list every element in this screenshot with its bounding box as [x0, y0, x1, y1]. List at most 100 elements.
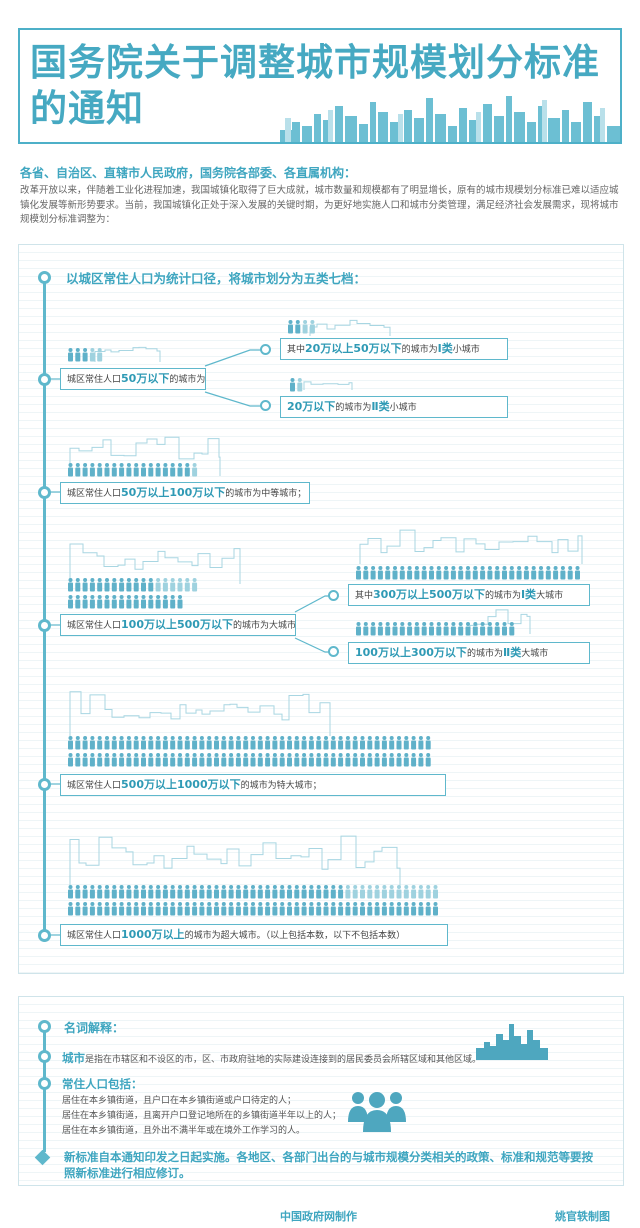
- person-icon: [126, 753, 132, 767]
- person-icon: [250, 902, 256, 916]
- person-icon: [97, 885, 103, 899]
- resident-item: 居住在本乡镇街道，且离开户口登记地所在的乡镇街道半年以上的人；: [62, 1111, 342, 1121]
- person-icon: [374, 885, 380, 899]
- person-icon: [133, 885, 139, 899]
- person-icon: [184, 736, 190, 750]
- person-icon: [360, 736, 365, 750]
- small-city-class2-label: 20万以下的城市为Ⅱ类小城市: [280, 396, 508, 418]
- final-notice: 新标准自本通知印发之日起实施。各地区、各部门出台的与城市规模分类相关的政策、标准…: [64, 1150, 593, 1180]
- person-icon: [472, 566, 478, 580]
- person-icon: [370, 622, 376, 636]
- timeline-node: [38, 1077, 51, 1090]
- timeline-node: [38, 486, 51, 499]
- person-icon: [170, 736, 176, 750]
- person-icon: [294, 885, 300, 899]
- person-icon: [97, 595, 103, 609]
- person-icon: [97, 463, 103, 477]
- intro-section: 各省、自治区、直辖市人民政府，国务院各部委、各直属机构： 改革开放以来，伴随着工…: [20, 164, 624, 228]
- person-icon: [523, 566, 529, 580]
- addressee: 各省、自治区、直辖市人民政府，国务院各部委、各直属机构：: [20, 166, 357, 180]
- person-icon: [360, 902, 365, 916]
- skyline-outline: [94, 346, 161, 362]
- person-icon: [265, 753, 271, 767]
- person-icon: [531, 566, 537, 580]
- person-icon: [75, 348, 81, 362]
- resident-title: 常住人口包括：: [62, 1077, 143, 1091]
- person-icon: [89, 902, 95, 916]
- person-icon: [308, 902, 314, 916]
- skyline-outline: [69, 436, 221, 476]
- person-icon: [199, 753, 205, 767]
- person-icon: [192, 736, 198, 750]
- person-icon: [407, 566, 413, 580]
- person-icon: [418, 753, 424, 767]
- person-icon: [575, 566, 580, 580]
- person-icon: [487, 622, 493, 636]
- person-icon: [104, 885, 110, 899]
- person-icon: [538, 566, 544, 580]
- person-icon: [177, 902, 183, 916]
- person-icon: [367, 902, 373, 916]
- person-icon: [356, 566, 361, 580]
- person-icon: [119, 736, 125, 750]
- person-icon: [82, 902, 88, 916]
- skyline-outline: [69, 691, 331, 736]
- person-icon: [433, 885, 438, 899]
- person-icon: [221, 753, 227, 767]
- person-icon: [367, 885, 373, 899]
- person-icon: [450, 622, 456, 636]
- person-icon: [184, 902, 190, 916]
- person-icon: [111, 885, 117, 899]
- person-icon: [141, 902, 146, 916]
- person-icon: [162, 753, 168, 767]
- person-icon: [214, 736, 219, 750]
- person-icon: [133, 463, 139, 477]
- person-icon: [433, 902, 438, 916]
- person-icon: [330, 885, 336, 899]
- timeline-node: [38, 1020, 51, 1033]
- person-icon: [279, 736, 285, 750]
- person-icon: [89, 463, 95, 477]
- person-icon: [148, 753, 154, 767]
- person-icon: [302, 320, 308, 334]
- person-icon: [458, 566, 464, 580]
- person-icon: [396, 885, 402, 899]
- person-icon: [389, 902, 395, 916]
- person-icon: [97, 902, 103, 916]
- person-icon: [411, 736, 417, 750]
- person-icon: [330, 753, 336, 767]
- person-icon: [206, 753, 212, 767]
- person-icon: [338, 736, 344, 750]
- person-icon: [308, 736, 314, 750]
- person-icon: [119, 902, 125, 916]
- person-icon: [75, 736, 81, 750]
- city-definition: 城市是指在市辖区和不设区的市，区、市政府驻地的实际建设连接到的居民委员会所辖区域…: [62, 1051, 482, 1065]
- person-icon: [155, 885, 161, 899]
- person-icon: [155, 578, 161, 592]
- person-icon: [418, 902, 424, 916]
- person-icon: [235, 902, 241, 916]
- person-icon: [385, 566, 391, 580]
- person-icon: [316, 885, 322, 899]
- person-icon: [389, 736, 395, 750]
- person-icon: [279, 885, 285, 899]
- person-icon: [243, 902, 249, 916]
- person-icon: [126, 463, 132, 477]
- person-icon: [89, 885, 95, 899]
- small-city-label: 城区常住人口50万以下的城市为小城市: [60, 368, 206, 390]
- person-icon: [396, 736, 402, 750]
- intro-paragraph: 改革开放以来，伴随着工业化进程加速，我国城镇化取得了巨大成就，城市数量和规模都有…: [20, 185, 619, 225]
- person-icon: [425, 902, 431, 916]
- timeline-node: [38, 778, 51, 791]
- person-icon: [141, 595, 146, 609]
- person-icon: [338, 885, 344, 899]
- timeline-node: [38, 1050, 51, 1063]
- person-icon: [111, 753, 117, 767]
- skyline-outline: [69, 835, 401, 886]
- person-icon: [367, 753, 373, 767]
- person-icon: [345, 902, 351, 916]
- person-icon: [502, 566, 507, 580]
- person-icon: [309, 320, 315, 334]
- person-icon: [436, 566, 442, 580]
- classification-heading: 以城区常住人口为统计口径，将城市划分为五类七档：: [66, 271, 367, 286]
